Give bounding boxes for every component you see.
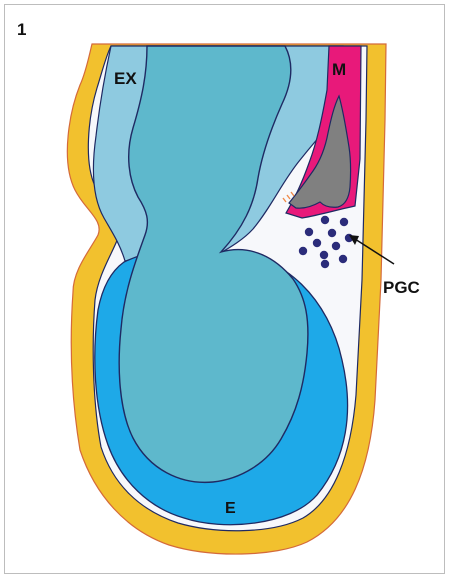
pgc-dot (299, 247, 307, 255)
m-label: M (332, 60, 346, 79)
pgc-dot (339, 255, 347, 263)
pgc-dot (340, 218, 348, 226)
e-label: E (225, 500, 236, 517)
pgc-dot (321, 260, 329, 268)
pgc-dot (332, 242, 340, 250)
pgc-dot (320, 251, 328, 259)
pgc-dot (328, 229, 336, 237)
pgc-label: PGC (383, 278, 420, 297)
pgc-dot (313, 239, 321, 247)
pgc-dot (305, 228, 313, 236)
pgc-dot (321, 216, 329, 224)
ex-label: EX (114, 69, 137, 88)
